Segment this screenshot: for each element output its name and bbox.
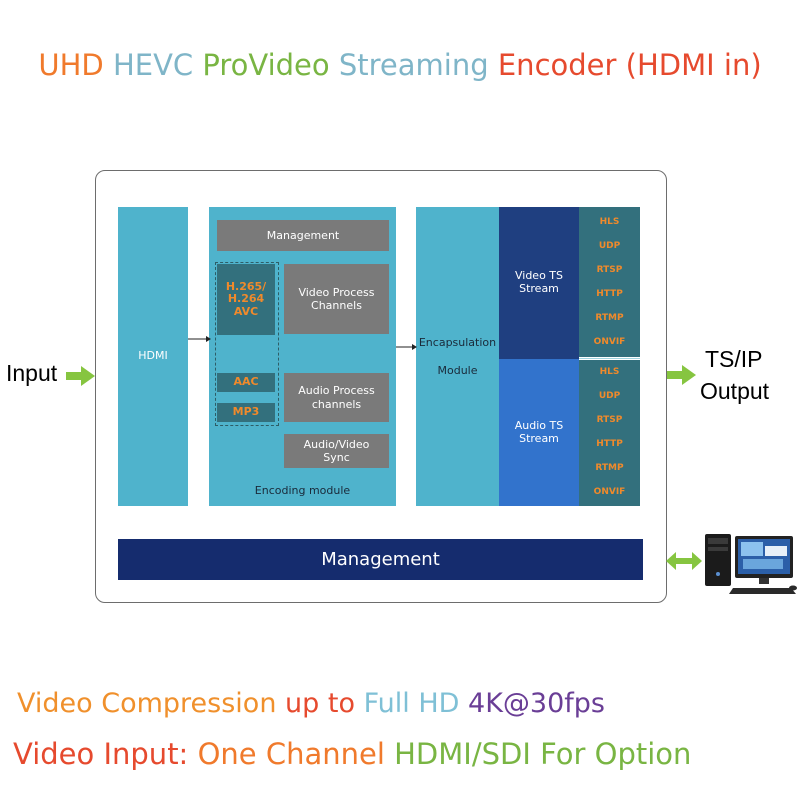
av-sync-box: Audio/Video Sync (284, 434, 389, 468)
protocol-divider (579, 358, 640, 359)
hdmi-block: HDMI (118, 207, 188, 506)
audio-protocol-http: HTTP (596, 439, 623, 449)
audio-protocol-udp: UDP (598, 391, 621, 401)
output-label-line1: TS/IP (705, 346, 763, 372)
title-part-streaming: Streaming (338, 48, 489, 82)
audio-protocol-rtsp: RTSP (596, 415, 623, 425)
footer-line-1: Video Compression up to Full HD 4K@30fps (17, 688, 605, 719)
audio-ts-block: Audio TS Stream (499, 359, 579, 506)
encoding-to-encapsulation-arrow (396, 344, 417, 350)
audio-codec-aac: AAC (217, 373, 275, 392)
title-part-provideo: ProVideo (202, 48, 330, 82)
encapsulation-label-line1: Encapsulation (418, 336, 497, 349)
encapsulation-label-line2: Module (437, 364, 478, 377)
video-process-box: Video Process Channels (284, 264, 389, 334)
hdmi-label: HDMI (138, 349, 168, 362)
audio-protocol-hls: HLS (599, 367, 620, 377)
video-protocol-rtmp: RTMP (595, 313, 624, 323)
encoding-module-label: Encoding module (254, 484, 351, 497)
audio-protocol-column: HLS UDP RTSP HTTP RTMP ONVIF (579, 360, 640, 506)
bidirectional-arrow-icon (666, 552, 702, 570)
video-ts-label: Video TS Stream (514, 269, 564, 296)
title-part-uhd: UHD (38, 48, 104, 82)
output-label-line2: Output (700, 378, 770, 404)
hdmi-to-encoding-arrow (188, 336, 211, 342)
audio-process-box: Audio Process channels (284, 373, 389, 422)
input-arrow-icon (66, 366, 95, 386)
footer-line1-part-compression: Video Compression (17, 688, 277, 719)
audio-protocol-onvif: ONVIF (593, 487, 626, 497)
computer-icon (705, 534, 797, 594)
audio-codec-mp3: MP3 (217, 403, 275, 422)
codec-dashed-group (215, 262, 279, 426)
video-ts-block: Video TS Stream (499, 207, 579, 359)
video-protocol-hls: HLS (599, 217, 620, 227)
audio-ts-label: Audio TS Stream (514, 419, 564, 446)
audio-protocol-rtmp: RTMP (595, 463, 624, 473)
footer-line2-part-hdmisdi: HDMI/SDI For Option (394, 737, 692, 771)
footer-line2-part-videoinput: Video Input: (13, 737, 189, 771)
management-bar: Management (118, 539, 643, 580)
video-protocol-udp: UDP (598, 241, 621, 251)
input-label: Input (6, 360, 58, 386)
encoding-management-box: Management (217, 220, 389, 251)
video-protocol-http: HTTP (596, 289, 623, 299)
video-protocol-onvif: ONVIF (593, 337, 626, 347)
title-part-encoder: Encoder (HDMI in) (497, 48, 762, 82)
video-protocol-column: HLS UDP RTSP HTTP RTMP ONVIF (579, 207, 640, 357)
encapsulation-block (416, 207, 499, 506)
page-title: UHD HEVC ProVideo Streaming Encoder (HDM… (0, 48, 800, 82)
footer-line2-part-onechannel: One Channel (197, 737, 385, 771)
footer-line1-part-4k: 4K@30fps (468, 688, 605, 719)
footer-line1-part-fullhd: Full HD (363, 688, 460, 719)
video-protocol-rtsp: RTSP (596, 265, 623, 275)
video-codec-box: H.265/ H.264 AVC (217, 264, 275, 335)
title-part-hevc: HEVC (112, 48, 194, 82)
footer-line-2: Video Input: One Channel HDMI/SDI For Op… (13, 737, 691, 771)
output-arrow-icon (667, 365, 696, 385)
footer-line1-part-upto: up to (285, 688, 355, 719)
